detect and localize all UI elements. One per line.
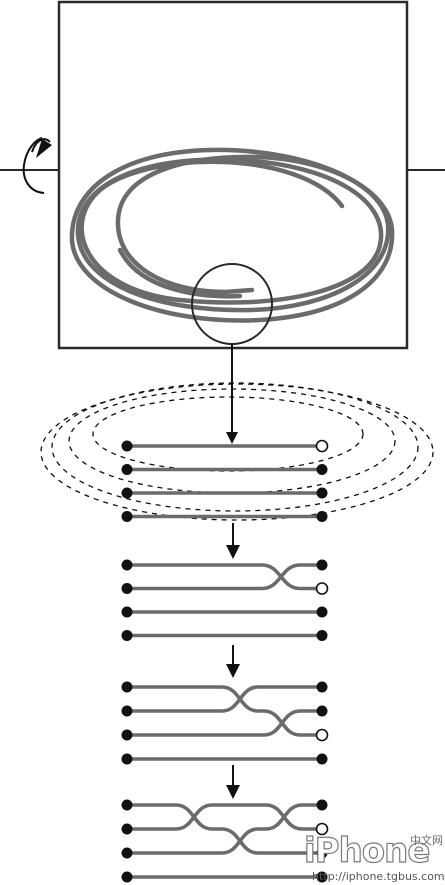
stage-4-third-crossing-right-pin-1 xyxy=(316,799,328,811)
down-arrow-icon xyxy=(226,523,240,559)
stage-2-first-crossing-left-pin-2 xyxy=(121,583,133,594)
stage-1-parallel-right-pin-4 xyxy=(316,511,328,522)
watermark: iPhone 中文网 http://iphone.tgbus.com/ xyxy=(300,831,445,885)
stage-2-first-crossing-open-pin xyxy=(315,582,329,595)
watermark-cn: 中文网 xyxy=(410,834,443,847)
stage-3-second-crossing-wire-2 xyxy=(125,685,324,713)
stage-3-second-crossing-left-pin-3 xyxy=(121,729,133,741)
tangled-string xyxy=(69,147,395,323)
stage-1-parallel-left-pin-3 xyxy=(121,487,133,499)
stage-3-second-crossing-open-pin xyxy=(315,728,329,742)
stage-2-first-crossing-right-pin-1 xyxy=(316,559,328,571)
stage-2-first-crossing-right-pin-3 xyxy=(316,606,328,618)
stage-2-first-crossing-left-pin-4 xyxy=(121,630,133,641)
rotation-arrow-icon xyxy=(22,137,52,194)
rotating-box-group xyxy=(0,0,445,350)
stage-4-third-crossing-wire-1 xyxy=(125,803,324,855)
stage-3-second-crossing-wire-3 xyxy=(125,709,324,737)
stage-3-second-crossing-left-pin-1 xyxy=(121,681,133,693)
stage-1-parallel-left-pin-1 xyxy=(121,440,133,452)
stage-3-second-crossing-right-pin-1 xyxy=(316,681,328,693)
stage-1-parallel-right-pin-2 xyxy=(316,464,328,475)
pins-layer xyxy=(121,439,329,883)
stage-3-second-crossing-right-pin-4 xyxy=(316,753,328,765)
watermark-brand: iPhone xyxy=(303,831,431,871)
stage-4-third-crossing-wire-3 xyxy=(125,803,324,855)
stage-1-parallel-left-pin-4 xyxy=(121,511,133,522)
flow-arrows xyxy=(226,523,240,799)
stage-4-third-crossing-left-pin-3 xyxy=(121,847,133,859)
down-arrow-icon xyxy=(226,645,240,678)
stage-2-first-crossing-left-pin-1 xyxy=(121,559,133,571)
stage-3-second-crossing-left-pin-2 xyxy=(121,705,133,717)
watermark-url: http://iphone.tgbus.com/ xyxy=(312,870,445,883)
stage-4-third-crossing-wire-2 xyxy=(125,803,324,831)
stage-4-third-crossing-left-pin-1 xyxy=(121,799,133,811)
down-arrow-icon xyxy=(226,765,240,799)
stage-4-third-crossing-left-pin-4 xyxy=(121,871,133,883)
stage-4-third-crossing-open-pin xyxy=(315,822,329,836)
stage-4-third-crossing-left-pin-2 xyxy=(121,823,133,835)
stage-1-parallel-left-pin-2 xyxy=(121,464,133,475)
stage-4-third-crossing-right-pin-4 xyxy=(316,871,328,883)
wires-layer xyxy=(125,444,324,879)
stage-1-parallel-right-pin-3 xyxy=(316,487,328,499)
stage-4-third-crossing-right-pin-3 xyxy=(316,847,328,859)
stage-2-first-crossing-right-pin-4 xyxy=(316,630,328,641)
stage-2-first-crossing-left-pin-3 xyxy=(121,606,133,618)
stage-1-parallel-open-pin xyxy=(315,439,329,453)
stage-2-first-crossing-wire-1 xyxy=(125,563,324,591)
stage-3-second-crossing-right-pin-2 xyxy=(316,705,328,717)
dashed-loops xyxy=(40,382,434,521)
stage-3-second-crossing-wire-1 xyxy=(125,685,324,737)
stage-3-second-crossing-left-pin-4 xyxy=(121,753,133,765)
stage-2-first-crossing-wire-2 xyxy=(125,563,324,591)
